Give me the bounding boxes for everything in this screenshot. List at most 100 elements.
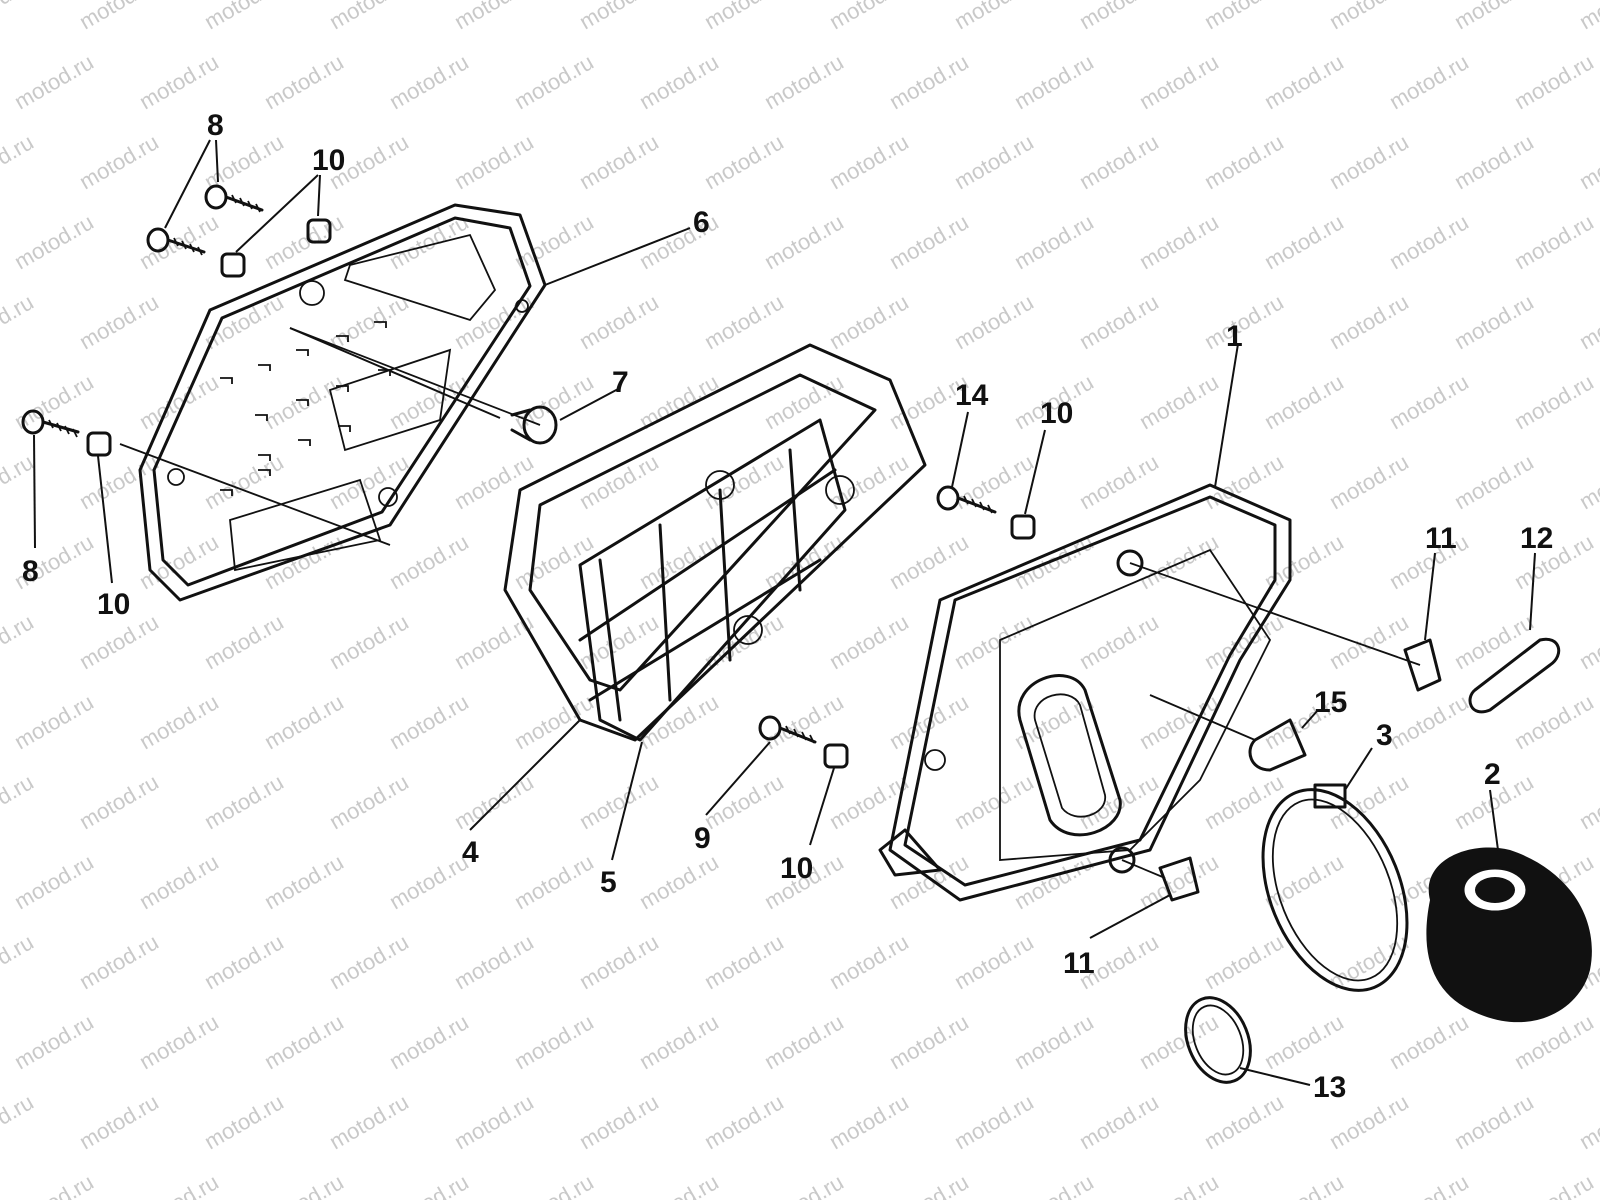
plug-7 <box>510 405 558 445</box>
part-foam-element <box>503 343 927 742</box>
watermark-text: motod.ru <box>450 0 538 34</box>
bushing-10-mid <box>220 252 246 278</box>
watermark-text: motod.ru <box>450 609 538 674</box>
watermark-text: motod.ru <box>950 289 1038 354</box>
clip-11-lower <box>1158 856 1200 902</box>
watermark-text: motod.ru <box>885 49 973 114</box>
bolt-9 <box>758 715 817 744</box>
watermark-text: motod.ru <box>260 1169 348 1200</box>
watermark-text: motod.ru <box>1575 0 1600 34</box>
watermark-text: motod.ru <box>135 1009 223 1074</box>
watermark-text: motod.ru <box>575 289 663 354</box>
watermark-text: motod.ru <box>200 0 288 34</box>
watermark-text: motod.ru <box>0 1089 38 1154</box>
watermark-text: motod.ru <box>950 449 1038 514</box>
watermark-text: motod.ru <box>1260 1169 1348 1200</box>
callout-9: 9 <box>694 822 711 855</box>
bushing-10-top <box>306 218 332 244</box>
watermark-text: motod.ru <box>1450 129 1538 194</box>
watermark-text: motod.ru <box>1385 49 1473 114</box>
watermark-text: motod.ru <box>1385 1169 1473 1200</box>
callout-3: 3 <box>1376 719 1393 752</box>
watermark-text: motod.ru <box>950 1089 1038 1154</box>
watermark-text: motod.ru <box>1135 849 1223 914</box>
watermark-text: motod.ru <box>1075 0 1163 34</box>
watermark-text: motod.ru <box>1010 49 1098 114</box>
watermark-text: motod.ru <box>450 129 538 194</box>
watermark-text: motod.ru <box>0 449 38 514</box>
callout-12: 12 <box>1520 522 1553 555</box>
watermark-text: motod.ru <box>1575 129 1600 194</box>
watermark-text: motod.ru <box>10 1169 98 1200</box>
watermark-text: motod.ru <box>1200 1089 1288 1154</box>
watermark-text: motod.ru <box>0 769 38 834</box>
bushing-10-lower <box>823 743 849 769</box>
callout-6: 6 <box>693 206 710 239</box>
watermark-text: motod.ru <box>1075 129 1163 194</box>
watermark-text: motod.ru <box>635 1009 723 1074</box>
watermark-text: motod.ru <box>1010 1009 1098 1074</box>
callout-5: 5 <box>600 866 617 899</box>
watermark-text: motod.ru <box>385 529 473 594</box>
callout-4: 4 <box>462 836 479 869</box>
watermark-text: motod.ru <box>1260 369 1348 434</box>
watermark-text: motod.ru <box>575 929 663 994</box>
watermark-text: motod.ru <box>1325 609 1413 674</box>
watermark-text: motod.ru <box>260 369 348 434</box>
watermark-text: motod.ru <box>1200 449 1288 514</box>
watermark-text: motod.ru <box>825 0 913 34</box>
watermark-text: motod.ru <box>510 1169 598 1200</box>
watermark-text: motod.ru <box>885 209 973 274</box>
watermark-text: motod.ru <box>760 49 848 114</box>
plate-12 <box>1468 637 1561 714</box>
watermark-text: motod.ru <box>1510 689 1598 754</box>
callout-10-lower: 10 <box>780 852 813 885</box>
watermark-text: motod.ru <box>260 849 348 914</box>
watermark-text: motod.ru <box>200 1089 288 1154</box>
watermark-text: motod.ru <box>950 929 1038 994</box>
watermark-text: motod.ru <box>1325 129 1413 194</box>
watermark-text: motod.ru <box>825 929 913 994</box>
watermark-text: motod.ru <box>450 929 538 994</box>
watermark-text: motod.ru <box>0 609 38 674</box>
watermark-text: motod.ru <box>325 609 413 674</box>
watermark-text: motod.ru <box>135 689 223 754</box>
watermark-text: motod.ru <box>200 929 288 994</box>
watermark-text: motod.ru <box>75 1089 163 1154</box>
watermark-text: motod.ru <box>635 529 723 594</box>
watermark-text: motod.ru <box>10 49 98 114</box>
watermark-text: motod.ru <box>885 529 973 594</box>
watermark-text: motod.ru <box>1450 0 1538 34</box>
watermark-text: motod.ru <box>1450 1089 1538 1154</box>
watermark-text: motod.ru <box>1575 289 1600 354</box>
part-wire-cage <box>578 418 855 742</box>
watermark-text: motod.ru <box>700 1089 788 1154</box>
watermark-text: motod.ru <box>510 849 598 914</box>
watermark-text: motod.ru <box>1135 369 1223 434</box>
watermark-text: motod.ru <box>75 449 163 514</box>
bushing-10-right <box>1010 514 1036 540</box>
watermark-text: motod.ru <box>450 289 538 354</box>
watermark-text: motod.ru <box>1135 49 1223 114</box>
watermark-text: motod.ru <box>450 449 538 514</box>
watermark-text: motod.ru <box>1200 929 1288 994</box>
watermark-text: motod.ru <box>1135 529 1223 594</box>
watermark-text: motod.ru <box>1260 1009 1348 1074</box>
watermark-text: motod.ru <box>0 129 38 194</box>
watermark-text: motod.ru <box>1200 129 1288 194</box>
watermark-text: motod.ru <box>700 0 788 34</box>
hose-clamp-13 <box>1184 996 1252 1084</box>
watermark-text: motod.ru <box>1135 209 1223 274</box>
watermark-text: motod.ru <box>700 449 788 514</box>
callout-11-lower: 11 <box>1063 947 1095 980</box>
watermark-text: motod.ru <box>635 49 723 114</box>
watermark-text: motod.ru <box>1075 449 1163 514</box>
watermark-text: motod.ru <box>760 1169 848 1200</box>
watermark-text: motod.ru <box>450 1089 538 1154</box>
hose-clamp-3 <box>1261 783 1409 992</box>
watermark-text: motod.ru <box>575 129 663 194</box>
watermark-text: motod.ru <box>10 849 98 914</box>
watermark-text: motod.ru <box>200 769 288 834</box>
